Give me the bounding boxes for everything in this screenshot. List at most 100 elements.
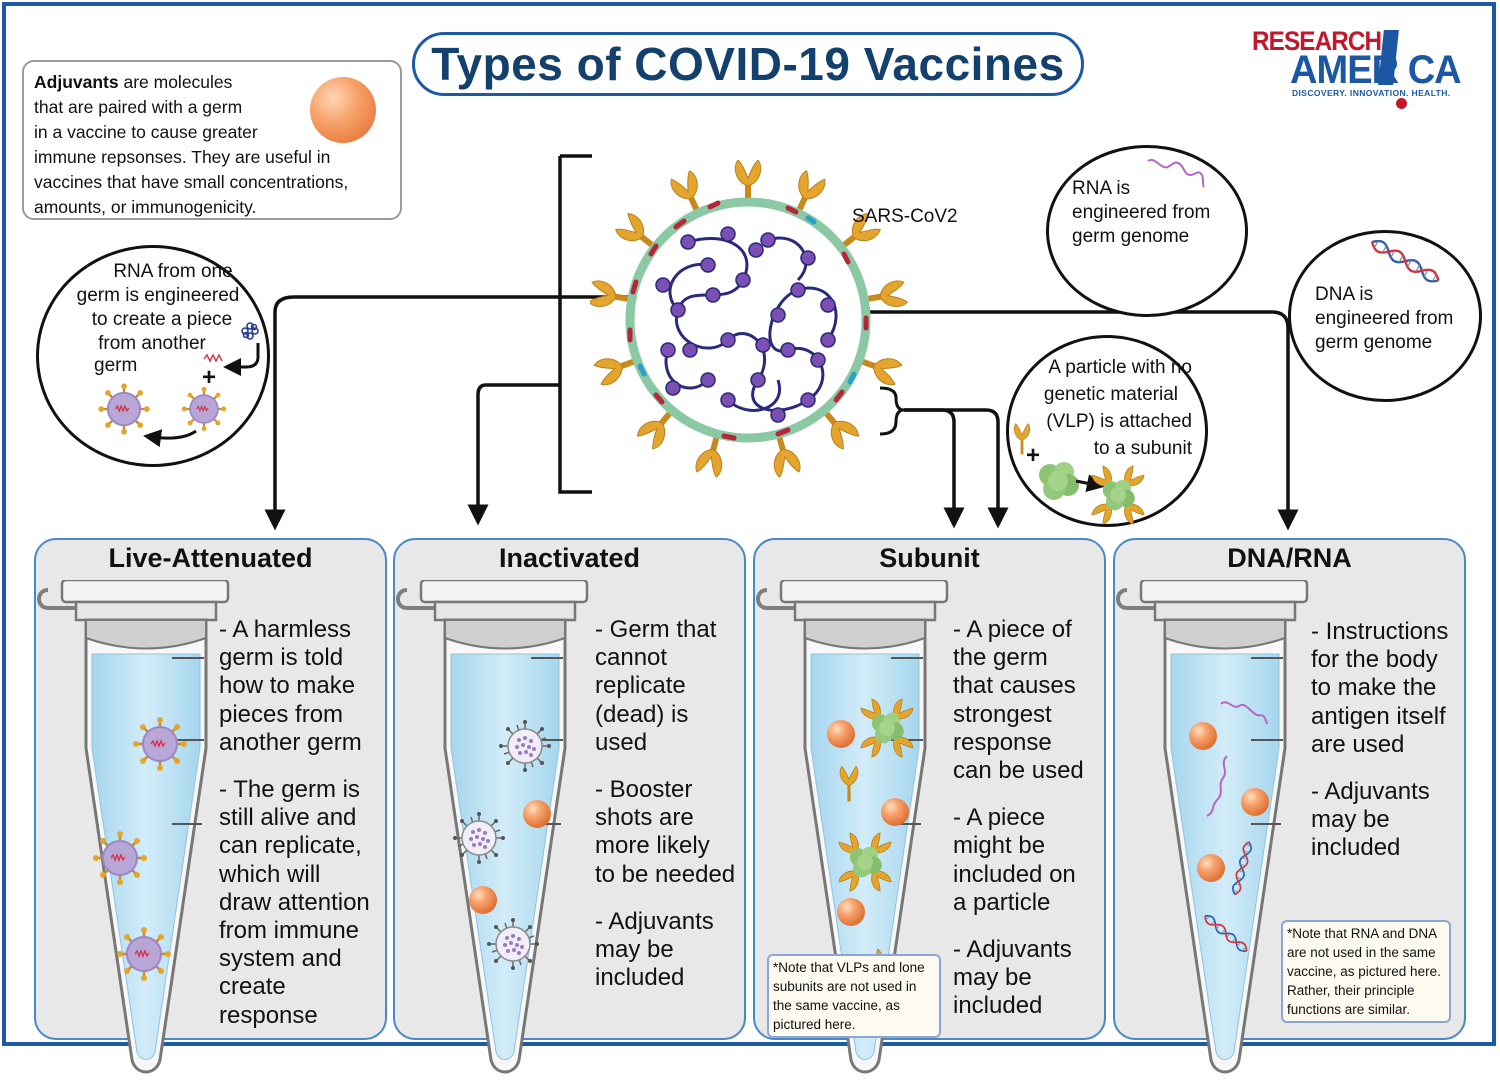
- desc-line: may be: [595, 936, 674, 964]
- desc-line: response: [953, 728, 1052, 756]
- circle-line: germ genome: [1315, 332, 1433, 353]
- desc-line: from immune: [219, 917, 360, 945]
- test-tube: [37, 580, 230, 1074]
- circle-line: to a subunit: [1093, 438, 1192, 459]
- test-tube: [1116, 580, 1309, 1074]
- adjuvant-line: vaccines that have small concentrations,: [34, 172, 349, 192]
- desc-line: shots are: [595, 804, 694, 832]
- vlp-circle-text: A particle with no genetic material (VLP…: [1028, 354, 1192, 462]
- adjuvant-term: Adjuvants: [34, 72, 119, 92]
- desc-line: - A piece: [953, 804, 1046, 832]
- adjuvant-line: that are paired with a germ: [34, 97, 243, 117]
- desc-line: - A piece of: [953, 616, 1072, 643]
- rna-circle-text: RNA is engineered from germ genome: [1072, 177, 1210, 249]
- circle-line: from another: [98, 333, 206, 354]
- desc-line: germ is told: [219, 644, 344, 672]
- research-america-logo: RESEARCH AMER CA DISCOVERY. INNOVATION. …: [1250, 26, 1470, 116]
- sars-cov2-virus-diagram: [590, 160, 909, 479]
- logo-line-1: RESEARCH: [1252, 26, 1382, 56]
- desc-line: included: [595, 964, 685, 992]
- desc-line: a particle: [953, 888, 1051, 916]
- note-line: Rather, their principle: [1287, 983, 1415, 998]
- svg-text:+: +: [202, 364, 216, 391]
- live-rna-circle-text: RNA from one germ is engineered to creat…: [58, 260, 258, 356]
- desc-line: included: [953, 992, 1043, 1020]
- desc-line: - The germ is: [219, 776, 360, 804]
- desc-line: another germ: [219, 728, 362, 756]
- note-line: vaccine, as pictured here.: [1287, 964, 1441, 979]
- circle-line: engineered from: [1072, 202, 1211, 223]
- live-rna-circle: [36, 245, 270, 467]
- desc-line: (dead) is: [595, 700, 689, 728]
- note-line: pictured here.: [773, 1017, 856, 1032]
- circle-line: germ is engineered: [76, 285, 240, 306]
- panel-title: Inactivated: [498, 543, 641, 573]
- desc-line: pieces from: [219, 700, 344, 728]
- desc-line: antigen itself: [1311, 702, 1446, 730]
- desc-line: - A harmless: [219, 616, 352, 643]
- desc-line: might be: [953, 832, 1046, 860]
- desc-line: included on: [953, 860, 1076, 888]
- logo-tagline: DISCOVERY. INNOVATION. HEALTH.: [1292, 88, 1451, 98]
- note-line: subunits are not used in: [773, 979, 917, 994]
- virus-label: SARS-CoV2: [852, 206, 958, 227]
- desc-line: strongest: [953, 700, 1052, 728]
- live-rna-circle-text-last: germ: [94, 354, 137, 378]
- connector-lines: [264, 154, 1299, 531]
- circle-line: RNA is: [1072, 178, 1131, 199]
- circle-line: germ: [94, 355, 138, 376]
- note-line: *Note that VLPs and lone: [773, 960, 925, 975]
- adjuvant-info-box: Adjuvants are molecules that are paired …: [22, 60, 402, 220]
- desc-line: - Adjuvants: [1311, 778, 1430, 806]
- vlp-diagram: +: [1012, 422, 1208, 527]
- note-line: functions are similar.: [1287, 1002, 1411, 1017]
- desc-line: can replicate,: [219, 832, 362, 860]
- desc-line: the germ: [953, 644, 1048, 672]
- desc-line: may be: [953, 964, 1032, 992]
- desc-line: create: [219, 973, 286, 1001]
- desc-line: to be needed: [595, 860, 736, 888]
- circle-line: (VLP) is attached: [1046, 411, 1192, 432]
- circle-line: genetic material: [1043, 384, 1178, 405]
- adjuvant-line: amounts, or immunogenicity.: [34, 197, 257, 217]
- circle-line: A particle with no: [1048, 357, 1192, 378]
- page-title: Types of COVID-19 Vaccines: [431, 38, 1065, 90]
- note-line: the same vaccine, as: [773, 998, 900, 1013]
- adjuvant-particle-icon: [310, 77, 376, 143]
- panel-title: Subunit: [879, 543, 980, 573]
- desc-line: are used: [1311, 730, 1405, 758]
- desc-line: still alive and: [219, 804, 357, 832]
- note-line: *Note that RNA and DNA: [1287, 926, 1438, 941]
- desc-line: draw attention: [219, 888, 370, 916]
- desc-line: - Adjuvants: [595, 907, 714, 935]
- panel-title: DNA/RNA: [1227, 543, 1352, 573]
- circle-line: RNA from one: [113, 261, 233, 282]
- desc-line: - Booster: [595, 776, 693, 804]
- flower-germ-icon: [241, 322, 259, 340]
- circle-line: germ genome: [1072, 226, 1190, 247]
- logo-exclamation-dot: [1396, 98, 1407, 109]
- desc-line: that causes: [953, 672, 1076, 700]
- desc-line: to make the: [1311, 674, 1437, 702]
- circle-line: to create a piece: [91, 309, 233, 330]
- desc-line: how to make: [219, 672, 356, 700]
- rna-strand-icon: [1147, 158, 1205, 188]
- desc-line: more likely: [595, 832, 710, 860]
- logo-line-2: AMER CA: [1290, 48, 1462, 92]
- desc-line: response: [219, 1001, 318, 1029]
- dna-rna-note: *Note that RNA and DNA are not used in t…: [1281, 920, 1451, 1023]
- note-line: are not used in the same: [1287, 945, 1436, 960]
- desc-line: for the body: [1311, 646, 1438, 674]
- live-rna-diagram: +: [97, 322, 260, 448]
- circle-line: DNA is: [1315, 284, 1374, 305]
- rna-circle: [1046, 145, 1248, 317]
- adjuvant-line: immune repsonses. They are useful in: [34, 147, 331, 167]
